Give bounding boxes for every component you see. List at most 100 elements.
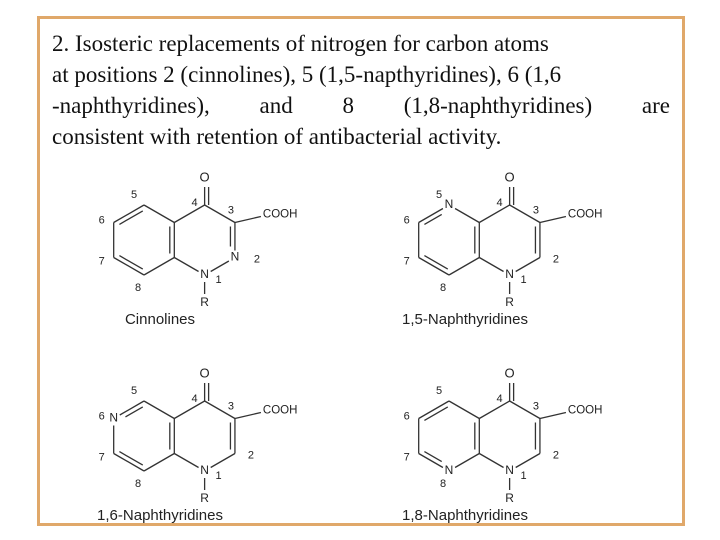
carboxylic-acid-label: COOH	[568, 209, 603, 221]
carboxylic-acid-label: COOH	[263, 209, 298, 221]
position-number-3: 3	[533, 204, 539, 216]
position-number-8: 8	[440, 478, 446, 490]
carboxylic-acid-label: COOH	[568, 405, 603, 417]
double-bond	[424, 213, 443, 225]
oxygen-label: O	[505, 172, 515, 184]
position-number-4: 4	[497, 197, 503, 209]
position-number-4: 4	[192, 393, 198, 405]
position-number-6: 6	[99, 410, 105, 422]
ring-bond	[418, 256, 450, 276]
ring-bond	[478, 256, 504, 273]
ring-bond	[478, 204, 510, 224]
ring-bond	[448, 400, 480, 420]
acid-bond	[234, 411, 262, 420]
acid-bond	[539, 215, 567, 224]
ring-bond	[515, 452, 541, 469]
paragraph-line-4: consistent with retention of antibacteri…	[52, 124, 502, 149]
position-number-4: 4	[497, 393, 503, 405]
ring-bond	[143, 400, 175, 420]
position-number-7: 7	[404, 255, 410, 267]
double-bond	[424, 451, 443, 463]
position-number-7: 7	[99, 255, 105, 267]
nitrogen-1-label: N	[505, 267, 514, 281]
ring-bond	[418, 452, 444, 469]
ring-bond	[210, 260, 230, 273]
paragraph-line-2: at positions 2 (cinnolines), 5 (1,5-napt…	[52, 62, 562, 87]
double-bond	[125, 406, 144, 418]
paragraph-line-3: -naphthyridines), and 8 (1,8-naphthyridi…	[52, 90, 670, 121]
nitrogen-1-label: N	[200, 463, 209, 477]
nitrogen-6-label: N	[109, 411, 118, 425]
position-number-1: 1	[521, 470, 527, 482]
oxygen-label: O	[200, 368, 210, 380]
position-number-1: 1	[216, 274, 222, 286]
ring-bond	[119, 400, 145, 416]
position-number-5: 5	[436, 385, 442, 397]
position-number-3: 3	[228, 400, 234, 412]
position-number-1: 1	[216, 470, 222, 482]
ring-bond	[210, 452, 236, 469]
ring-bond	[454, 452, 480, 469]
ring-bond	[509, 400, 541, 420]
oxygen-label: O	[505, 368, 515, 380]
acid-bond	[539, 411, 567, 420]
ring-bond	[418, 207, 444, 224]
nitrogen-1-label: N	[505, 463, 514, 477]
paragraph-line-3-word: and	[259, 93, 293, 118]
ring-bond	[113, 256, 145, 276]
position-number-6: 6	[404, 214, 410, 226]
r-group-label: R	[505, 295, 514, 309]
nitrogen-2-label: N	[231, 250, 240, 264]
ring-bond	[454, 207, 480, 224]
ring-bond	[478, 400, 510, 420]
position-number-7: 7	[404, 451, 410, 463]
nitrogen-1-label: N	[200, 267, 209, 281]
position-number-8: 8	[440, 282, 446, 294]
acid-bond	[234, 215, 262, 224]
paragraph-line-1: 2. Isosteric replacements of nitrogen fo…	[52, 31, 549, 56]
position-number-1: 1	[521, 274, 527, 286]
position-number-8: 8	[135, 478, 141, 490]
position-number-2: 2	[553, 449, 559, 461]
position-number-7: 7	[99, 451, 105, 463]
paragraph-line-3-word: (1,8-naphthyridines)	[403, 93, 593, 118]
ring-bond	[515, 256, 541, 273]
double-bond	[119, 210, 144, 225]
double-bond	[119, 255, 144, 270]
position-number-5: 5	[436, 189, 442, 201]
slide-frame	[37, 16, 685, 526]
ring-bond	[448, 256, 480, 276]
structure-caption: 1,6-Naphthyridines	[97, 507, 223, 524]
paragraph-line-3-word: are	[641, 93, 670, 118]
ring-bond	[173, 452, 199, 469]
position-number-2: 2	[248, 449, 254, 461]
ring-bond	[173, 400, 205, 420]
ring-bond	[204, 400, 236, 420]
double-bond	[424, 255, 449, 270]
structure-caption: Cinnolines	[125, 311, 195, 328]
r-group-label: R	[505, 491, 514, 505]
position-number-3: 3	[228, 204, 234, 216]
r-group-label: R	[200, 295, 209, 309]
position-number-8: 8	[135, 282, 141, 294]
ring-bond	[509, 204, 541, 224]
structure-caption: 1,8-Naphthyridines	[402, 507, 528, 524]
nitrogen-5-label: N	[445, 197, 454, 211]
nitrogen-8-label: N	[445, 463, 454, 477]
double-bond	[424, 406, 449, 421]
position-number-5: 5	[131, 385, 137, 397]
ring-bond	[143, 204, 175, 224]
double-bond	[119, 451, 144, 466]
position-number-6: 6	[404, 410, 410, 422]
paragraph-line-3-word: 8	[342, 93, 354, 118]
paragraph-line-3-word: -naphthyridines),	[52, 93, 210, 118]
position-number-6: 6	[99, 214, 105, 226]
carboxylic-acid-label: COOH	[263, 405, 298, 417]
ring-bond	[204, 204, 236, 224]
